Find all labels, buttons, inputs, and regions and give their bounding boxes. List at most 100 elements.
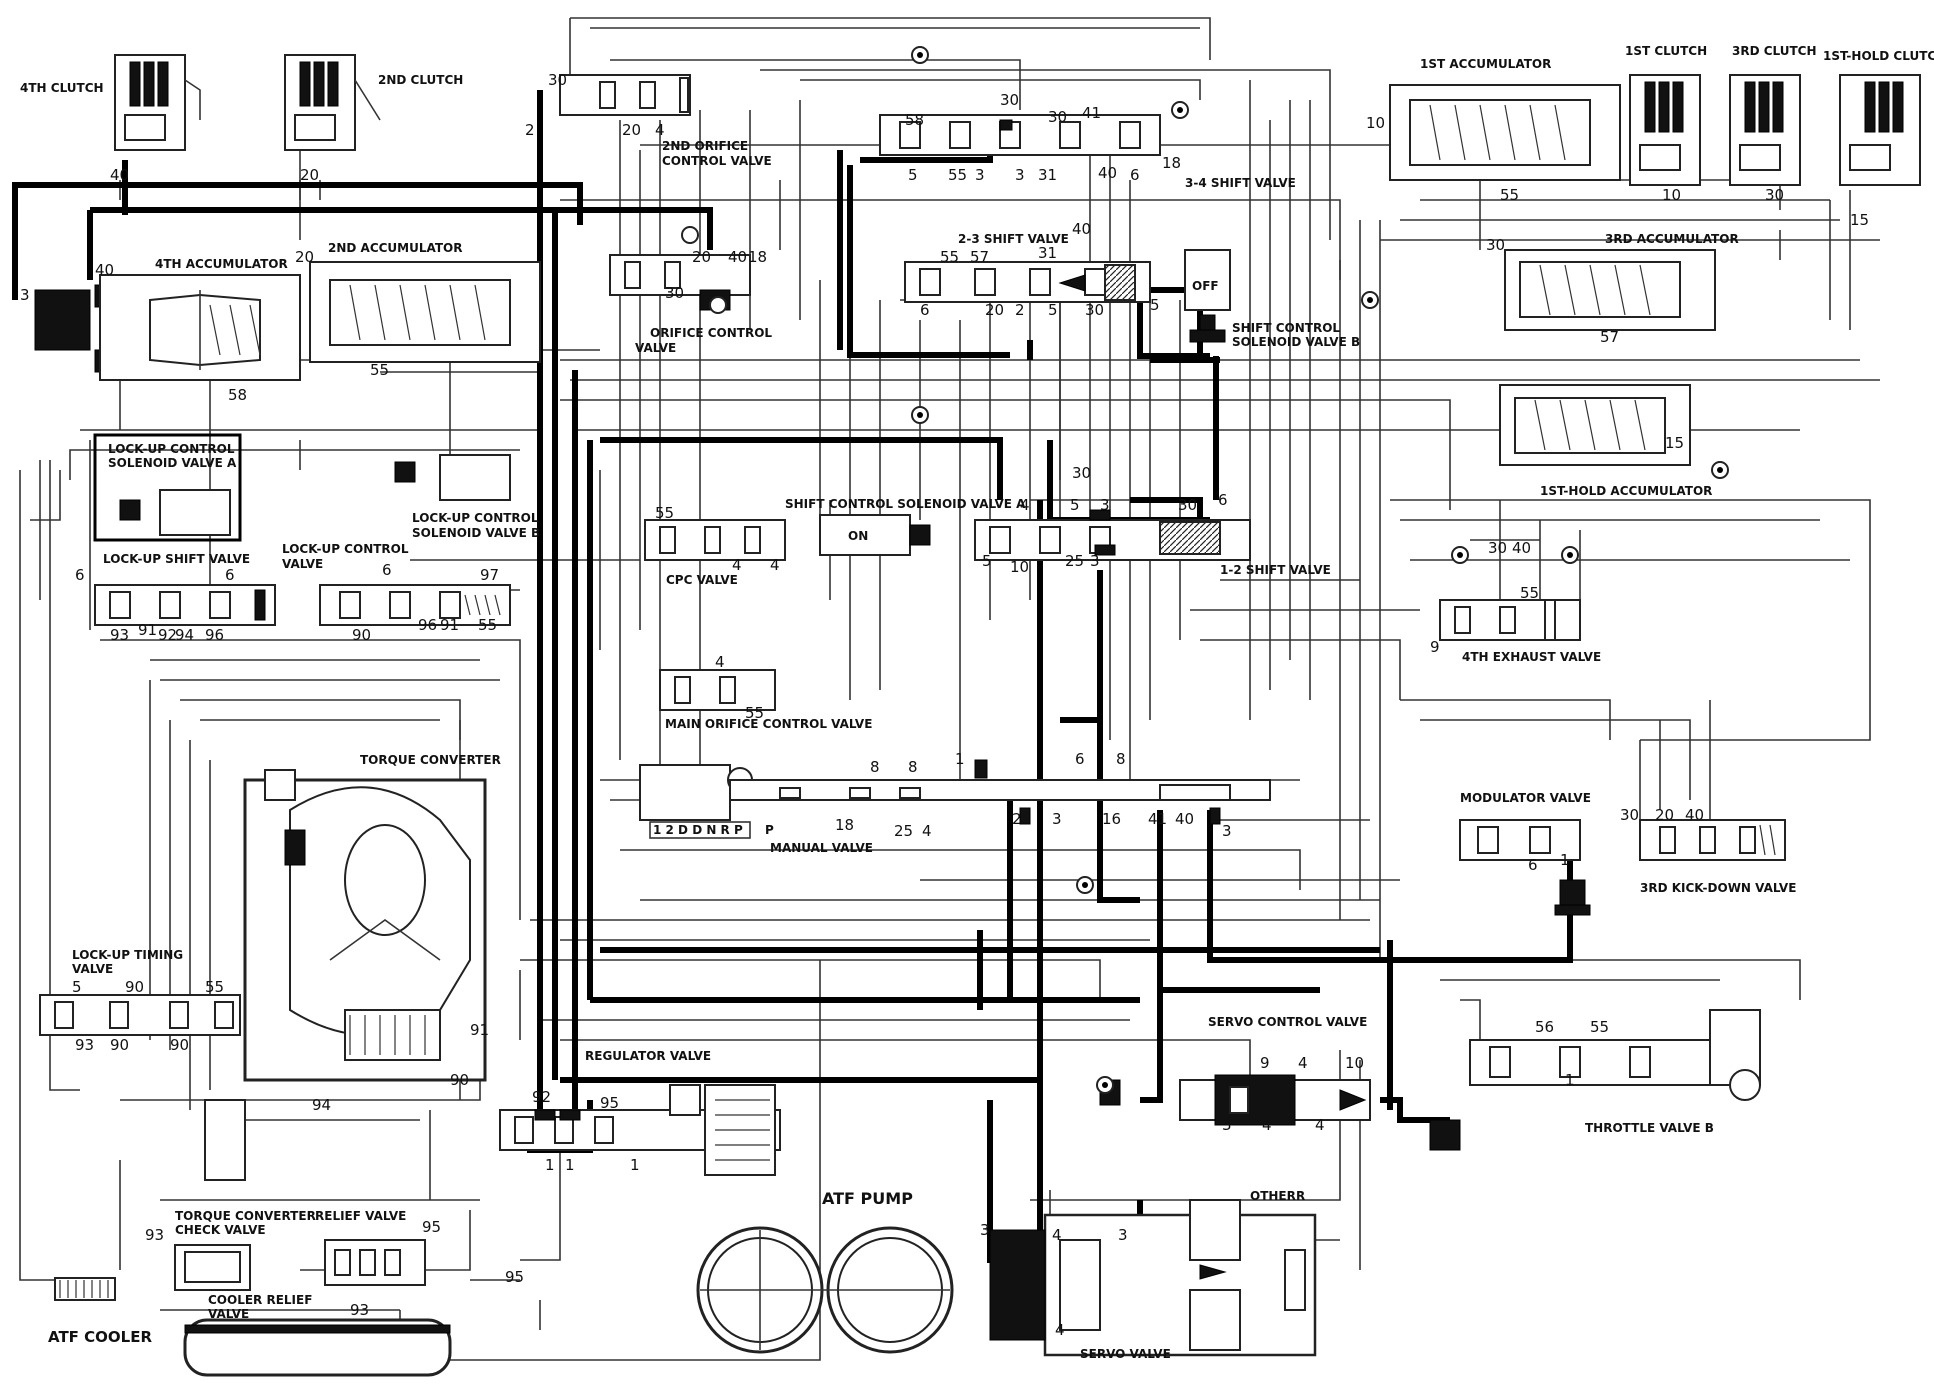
port-number: 3	[1090, 552, 1100, 570]
port-number: 30	[1178, 496, 1197, 514]
port-number: 55	[478, 616, 497, 634]
regulator-valve	[499, 1084, 781, 1176]
port-number: 93	[75, 1036, 94, 1054]
port-number: 4	[1262, 1116, 1272, 1134]
port-number: 2	[1012, 810, 1022, 828]
atf-pump-label: ATF PUMP	[822, 1189, 913, 1208]
port-number: 6	[1075, 750, 1085, 768]
port-number: 96	[205, 626, 224, 644]
port-number: 55	[940, 248, 959, 266]
port-number: 4	[1298, 1054, 1308, 1072]
lockup-timing-label-2: VALVE	[72, 962, 113, 976]
port-number: 3	[1222, 1116, 1232, 1134]
port-number: 3	[1222, 822, 1232, 840]
port-number: 8	[1116, 750, 1126, 768]
port-number: 4	[655, 121, 665, 139]
regulator-valve-label: REGULATOR VALVE	[585, 1049, 711, 1063]
solenoid-b-off-text: OFF	[1192, 279, 1219, 293]
port-number: 1	[630, 1156, 640, 1174]
port-number: 6	[1528, 856, 1538, 874]
atf-pump	[696, 1226, 954, 1354]
cooler-relief-label-2: VALVE	[208, 1307, 249, 1321]
tc-check-valve	[174, 1099, 251, 1291]
cpc-valve	[644, 519, 786, 561]
port-number: 90	[110, 1036, 129, 1054]
lockup-control-label-1: LOCK-UP CONTROL	[282, 542, 409, 556]
solenoid-b-label-1: SHIFT CONTROL	[1232, 321, 1340, 335]
port-number: 1	[955, 750, 965, 768]
port-number: 18	[748, 248, 767, 266]
lockup-solenoid-b	[394, 454, 511, 501]
port-number: 6	[1218, 491, 1228, 509]
lockup-timing-label-1: LOCK-UP TIMING	[72, 948, 183, 962]
port-number: 18	[1162, 154, 1181, 172]
port-number: 6	[225, 566, 235, 584]
port-number: 20	[692, 248, 711, 266]
exhaust-valve-4th-label: 4TH EXHAUST VALVE	[1462, 650, 1601, 664]
relief-valve	[324, 1239, 426, 1286]
port-number: 6	[1130, 166, 1140, 184]
servo-valve	[989, 1199, 1317, 1357]
port-number: 92	[532, 1088, 551, 1106]
port-number: 9	[1260, 1054, 1270, 1072]
port-number: 30	[1048, 108, 1067, 126]
port-number: 93	[145, 1226, 164, 1244]
port-number: 40	[110, 166, 129, 184]
accumulator-4th	[34, 274, 301, 381]
shift-valve-2-3	[904, 261, 1151, 303]
lockup-solenoid-b-label-1: LOCK-UP CONTROL	[412, 511, 539, 525]
port-number: 58	[228, 386, 247, 404]
accumulator-4th-label: 4TH ACCUMULATOR	[155, 257, 288, 271]
port-number: 93	[350, 1301, 369, 1319]
port-number: 20	[985, 301, 1004, 319]
servo-control-valve-label: SERVO CONTROL VALVE	[1208, 1015, 1367, 1029]
port-number: 1	[1560, 851, 1570, 869]
port-number: 56	[1535, 1018, 1554, 1036]
port-number: 15	[1665, 434, 1684, 452]
port-number: 40	[1098, 164, 1117, 182]
manual-valve-label: MANUAL VALVE	[770, 841, 873, 855]
orifice-control-label-1: ORIFICE CONTROL	[650, 326, 772, 340]
port-number: 10	[1010, 558, 1029, 576]
port-number: 6	[920, 301, 930, 319]
throttle-valve-b-label: THROTTLE VALVE B	[1585, 1121, 1714, 1135]
port-number: 30	[1488, 539, 1507, 557]
manual-valve	[639, 759, 1271, 839]
port-number: 3	[1052, 810, 1062, 828]
orifice-control-valve	[609, 226, 751, 314]
port-number: 2	[1015, 301, 1025, 319]
port-number: 20	[1655, 806, 1674, 824]
port-number: 3	[1100, 496, 1110, 514]
port-number: 55	[205, 978, 224, 996]
manual-valve-p: P	[765, 823, 774, 837]
port-number: 8	[908, 758, 918, 776]
clutch-4th	[114, 54, 201, 151]
port-number: 5	[908, 166, 918, 184]
accumulator-1st-hold-label: 1ST-HOLD ACCUMULATOR	[1540, 484, 1712, 498]
port-number: 95	[505, 1268, 524, 1286]
lockup-timing-valve	[39, 994, 241, 1036]
port-number: 20	[622, 121, 641, 139]
accumulator-3rd	[1504, 249, 1716, 331]
torque-converter-label: TORQUE CONVERTER	[360, 753, 501, 767]
fluid-lines-thin	[19, 17, 1880, 1361]
clutch-2nd-label: 2ND CLUTCH	[378, 73, 463, 87]
accumulator-1st-label: 1ST ACCUMULATOR	[1420, 57, 1551, 71]
port-number: 3	[20, 286, 30, 304]
port-number: 91	[440, 616, 459, 634]
port-number: 1	[1565, 1071, 1575, 1089]
kickdown-valve-3rd-label: 3RD KICK-DOWN VALVE	[1640, 881, 1796, 895]
port-number: 58	[905, 111, 924, 129]
port-number: 5	[1048, 301, 1058, 319]
port-number: 10	[1345, 1054, 1364, 1072]
port-number: 9	[1430, 638, 1440, 656]
port-number: 55	[948, 166, 967, 184]
orifice-control-2nd-label-1: 2ND ORIFICE	[662, 139, 748, 153]
port-number: 95	[600, 1094, 619, 1112]
port-number: 4	[732, 556, 742, 574]
other-label: OTHER	[1250, 1189, 1296, 1203]
lockup-control-valve	[319, 584, 511, 626]
port-number: 6	[382, 561, 392, 579]
relief-valve-label: RELIEF VALVE	[315, 1209, 406, 1223]
